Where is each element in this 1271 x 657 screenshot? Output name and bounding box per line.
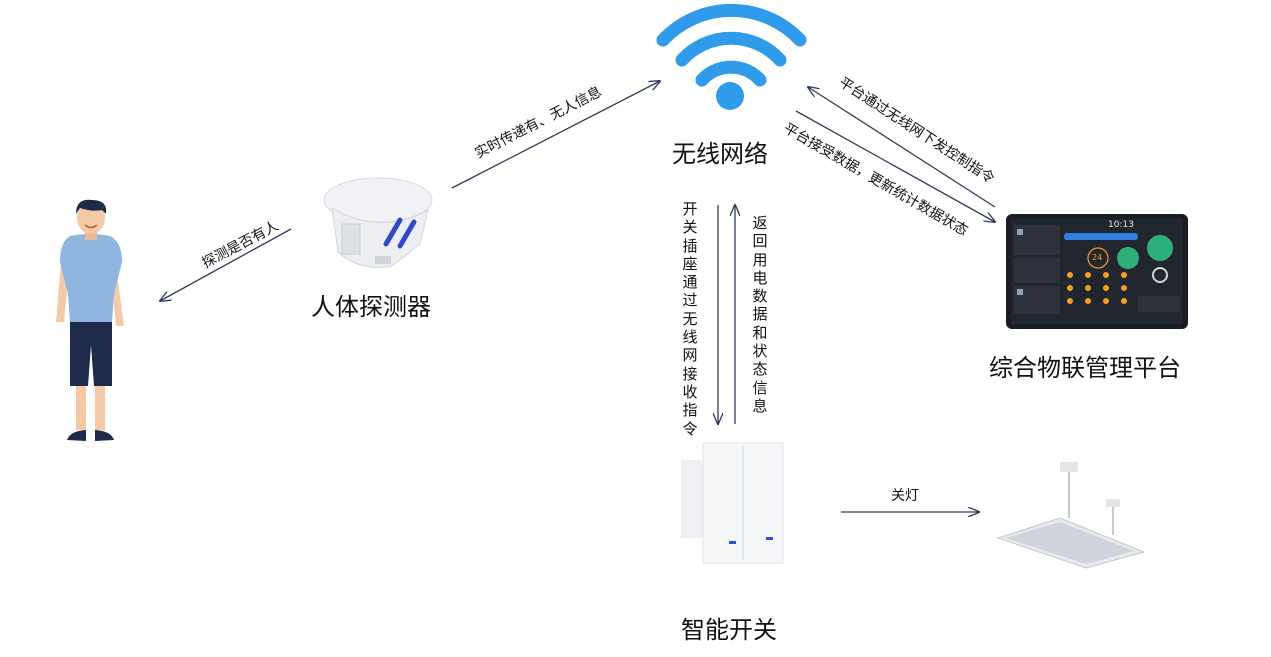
- arrow-sensor-to-person: [160, 228, 292, 301]
- edge-label-switch-receive: 开关插座通过无线网接收指令: [682, 200, 698, 438]
- wireless-network-label: 无线网络: [672, 140, 768, 168]
- edge-label-switch-return: 返回用电数据和状态信息: [752, 214, 768, 415]
- arrow-platform-to-wireless: [808, 87, 996, 208]
- arrow-wireless-to-platform: [795, 110, 995, 222]
- iot-platform-label: 综合物联管理平台: [989, 354, 1181, 382]
- arrow-sensor-to-wireless: [451, 81, 660, 189]
- edge-label-turn-off-light: 关灯: [891, 488, 919, 504]
- smart-switch-label: 智能开关: [681, 616, 777, 644]
- human-sensor-label: 人体探测器: [311, 293, 431, 321]
- tablet-clock: 10:13: [1108, 220, 1134, 230]
- tablet-value: 24: [1092, 253, 1103, 262]
